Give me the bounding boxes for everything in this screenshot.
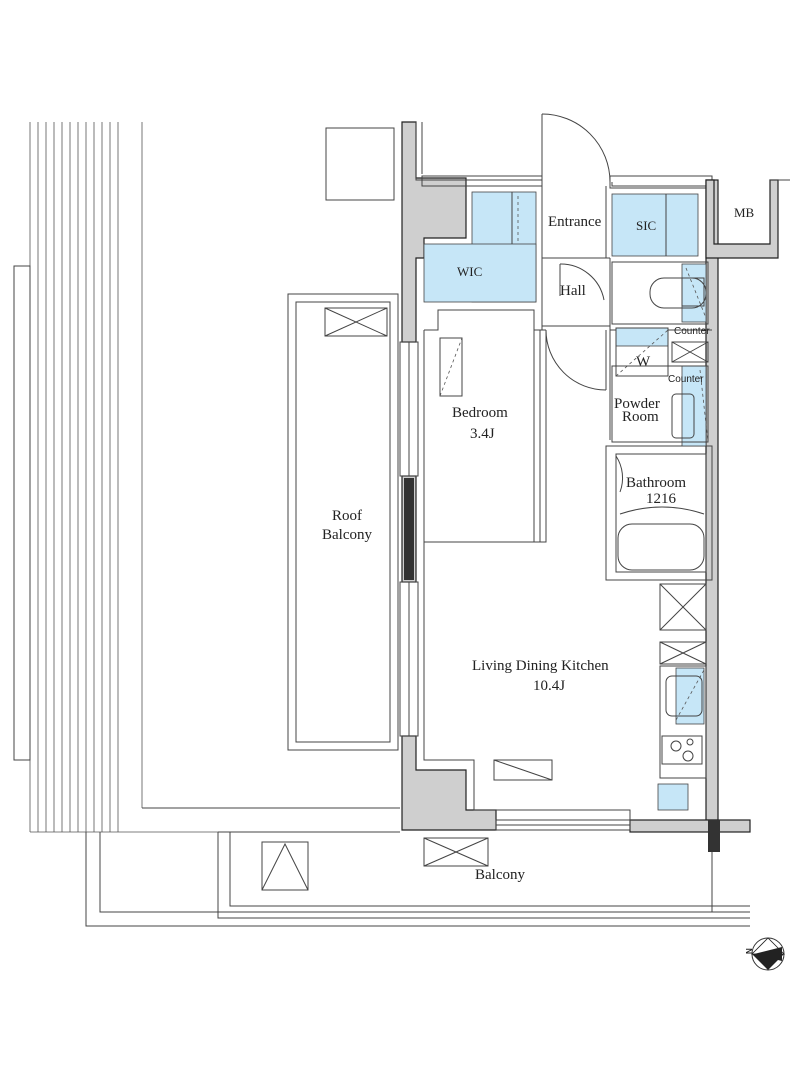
label-balcony: Balcony — [475, 867, 525, 883]
top-box — [325, 127, 395, 201]
label-ldk-size: 10.4J — [533, 678, 565, 694]
compass-north-letter: N — [745, 948, 754, 954]
walls — [399, 121, 790, 852]
label-counter-lower: Counter — [668, 374, 704, 385]
terrace-louver — [13, 122, 400, 833]
label-ldk: Living Dining Kitchen — [472, 658, 609, 674]
label-wic: WIC — [457, 264, 482, 279]
label-counter-upper: Counter — [674, 326, 710, 337]
label-powder-line1: Powder — [614, 396, 660, 412]
label-hall: Hall — [560, 283, 586, 299]
label-bathroom-size: 1216 — [646, 491, 677, 507]
powder-sink — [611, 365, 709, 443]
label-bathroom: Bathroom — [626, 475, 686, 491]
kitchen-fixtures — [659, 583, 707, 779]
washer-area — [615, 327, 709, 377]
toilet-fixture — [611, 261, 709, 325]
label-bedroom: Bedroom — [452, 405, 508, 421]
bedroom-fixture — [439, 337, 463, 397]
label-roof-balcony-line2: Balcony — [322, 527, 372, 543]
ldk-outline — [423, 542, 631, 820]
label-roof-balcony-line1: Roof — [332, 508, 362, 524]
label-powder-line2: Room — [622, 409, 659, 425]
entrance-door — [541, 113, 611, 186]
ac-unit-balcony — [423, 837, 489, 867]
label-mb: MB — [734, 205, 755, 220]
label-washer: W — [636, 354, 651, 370]
roof-balcony-outline — [287, 293, 399, 751]
label-bedroom-size: 3.4J — [470, 426, 495, 442]
north-compass-icon: N — [745, 937, 785, 971]
interior-partitions — [423, 186, 713, 581]
ac-unit-roof — [324, 307, 388, 337]
label-entrance: Entrance — [548, 214, 602, 230]
label-sic: SIC — [636, 218, 656, 233]
water-heater — [261, 841, 309, 891]
balcony-outline — [85, 807, 750, 927]
